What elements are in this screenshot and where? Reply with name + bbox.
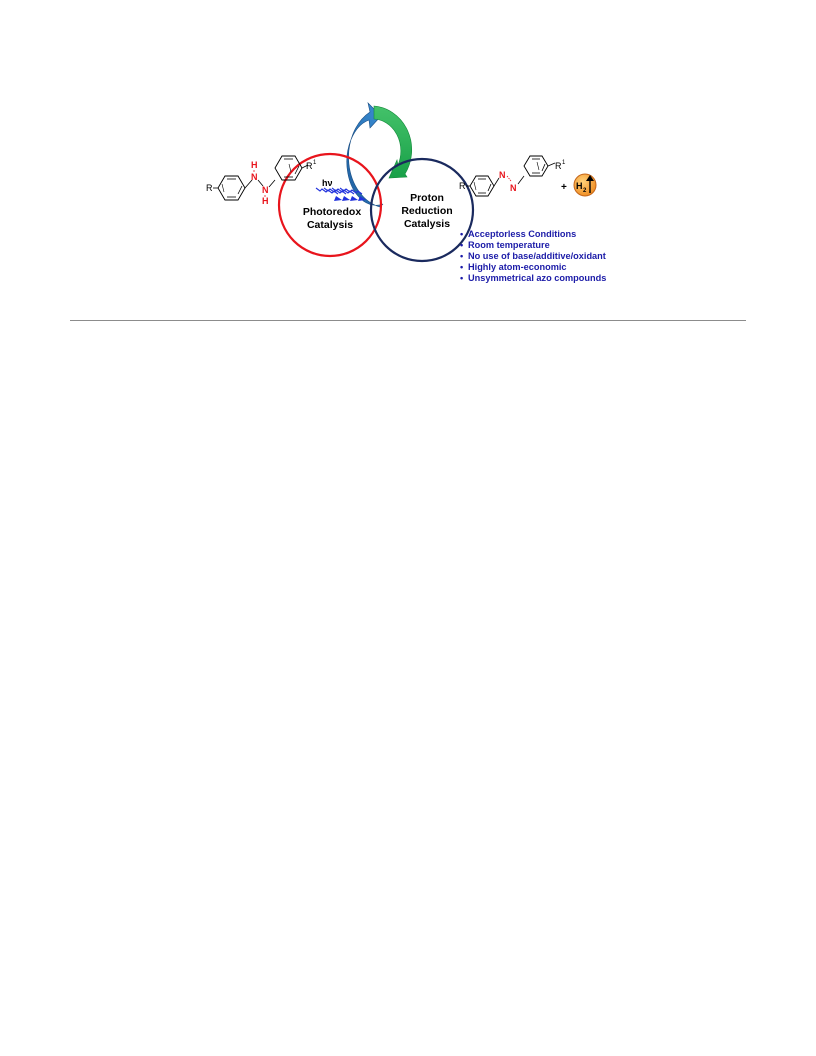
feature-item: •Highly atom-economic [460,262,567,272]
blue-cycle-arrow [346,102,384,208]
light-label: hν [322,178,333,188]
hydrogen-gas-badge: H 2 [573,173,597,197]
green-cycle-arrow [373,105,413,179]
proton-label-line2: Reduction [401,205,452,217]
svg-text:R: R [306,161,313,171]
svg-text:1: 1 [313,160,317,166]
photoredox-label-line1: Photoredox [303,206,361,218]
svg-text:H: H [576,181,583,191]
svg-text:N: N [499,170,506,180]
feature-item: •Acceptorless Conditions [460,229,577,239]
bullet-icon: • [460,273,464,283]
bullet-icon: • [460,240,464,250]
catalytic-cycle-arrows [346,102,413,208]
light-wave-icon [315,187,366,201]
svg-text:1: 1 [562,160,566,166]
photoredox-circle [277,152,383,258]
gas-evolution-arrow-icon [586,175,594,193]
svg-text:R: R [555,161,562,171]
reaction-scheme: hν Photoredox Catalysis Proton Reduction… [206,102,597,263]
svg-text:N: N [510,183,517,193]
proton-reduction-circle [369,157,475,263]
proton-label-line3: Catalysis [404,218,450,230]
svg-text:N: N [251,172,258,182]
bullet-icon: • [460,251,464,261]
reactant-hydrazobenzene: R H N N H R 1 [206,155,317,206]
feature-item: •No use of base/additive/oxidant [460,251,606,261]
feature-item: •Unsymmetrical azo compounds [460,273,607,283]
feature-item: •Room temperature [460,240,550,250]
bullet-icon: • [460,229,464,239]
proton-label-line1: Proton [410,192,444,204]
bullet-icon: • [460,262,464,272]
feature-list: •Acceptorless Conditions •Room temperatu… [460,229,606,284]
photoredox-label-line2: Catalysis [307,219,353,231]
svg-text:2: 2 [583,188,587,194]
product-azobenzene: R N N R 1 [459,155,566,197]
svg-text:R: R [206,183,213,193]
svg-text:H: H [251,160,258,170]
plus-sign: + [561,182,567,193]
svg-text:R: R [459,181,466,191]
svg-text:H: H [262,196,269,206]
svg-text:N: N [262,185,269,195]
horizontal-divider [70,320,746,321]
